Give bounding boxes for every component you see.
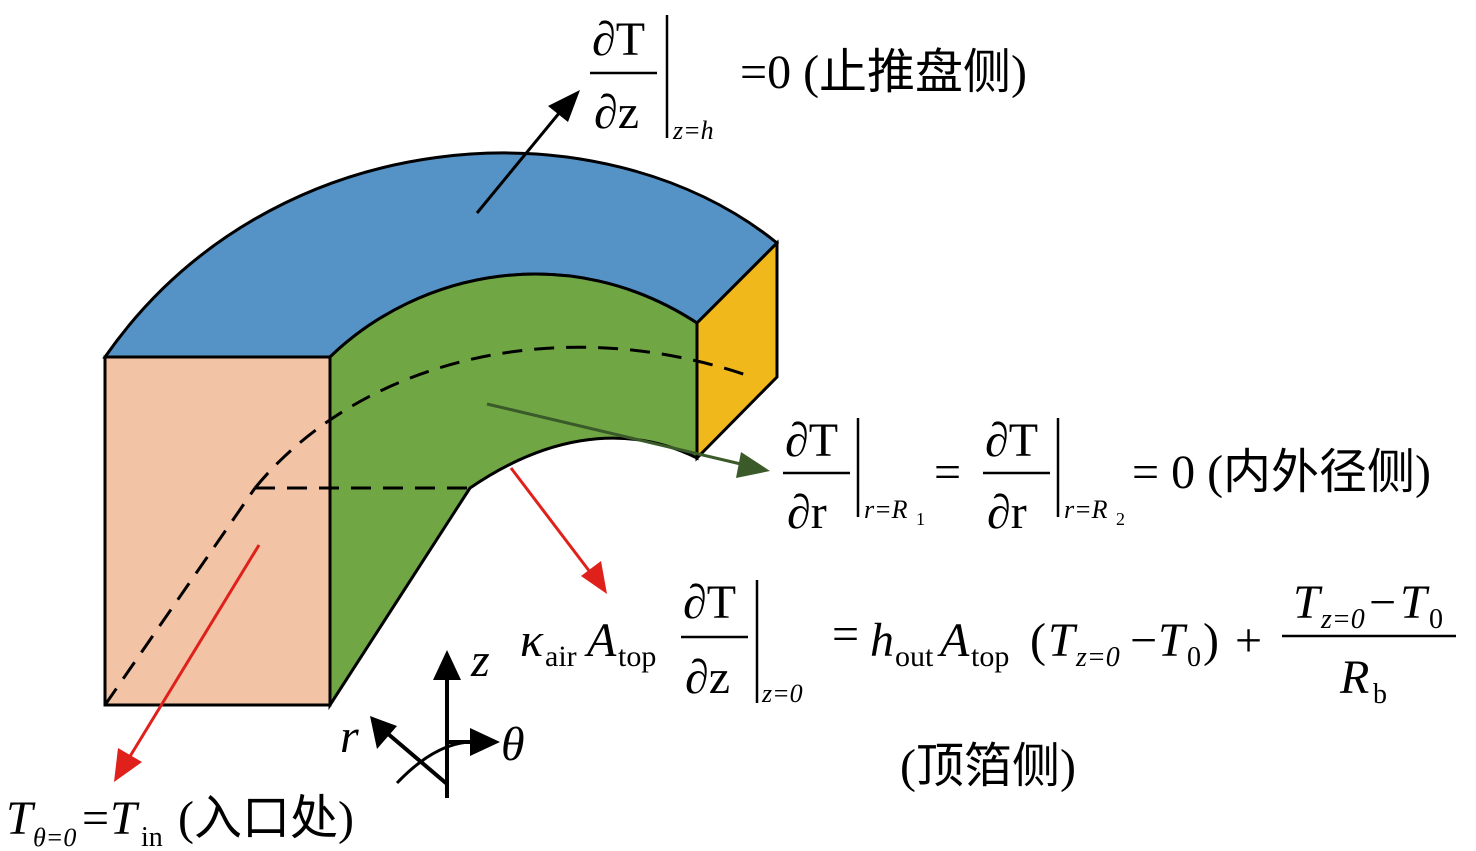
- bottom-bc-frac-minus: −: [1369, 576, 1396, 629]
- inlet-bc-T: T: [6, 792, 36, 845]
- theta-arc: [395, 740, 478, 785]
- side-bc-denominator-1: ∂r: [787, 486, 827, 539]
- end-face: [695, 239, 779, 462]
- inlet-bc-arrow: [127, 544, 261, 759]
- bottom-bc-numerator: ∂T: [683, 576, 736, 629]
- top-bc-numerator: ∂T: [592, 13, 645, 66]
- bottom-bc-T2: T: [1158, 614, 1188, 667]
- bottom-bc-denominator: ∂z: [685, 651, 730, 704]
- r-axis-arrowhead: [370, 716, 397, 749]
- bottom-bc-T1: T: [1048, 614, 1078, 667]
- inlet-bc-arrowhead: [114, 748, 142, 782]
- bottom-bc-subscript: z=0: [761, 679, 803, 708]
- side-bc-arrowhead: [736, 452, 770, 478]
- bottom-bc-frac-T2: T: [1400, 576, 1430, 629]
- side-bc-rhs: = 0 (内外径侧): [1132, 446, 1431, 499]
- top-bc-arrowhead: [548, 90, 580, 122]
- top-bc-subscript: z=h: [672, 116, 714, 145]
- bottom-bc-kappa: κ: [520, 614, 544, 667]
- bottom-bc-frac-T1-sub: z=0: [1320, 604, 1365, 635]
- inlet-bc-T-in: T: [110, 792, 140, 845]
- inlet-bc-note: (入口处): [178, 792, 354, 845]
- bottom-bc-frac-R: R: [1339, 651, 1369, 704]
- side-bc-subscript-2: r=R: [1064, 495, 1108, 524]
- bottom-bc-arrow: [509, 467, 592, 573]
- bottom-bc-minus: −: [1130, 614, 1157, 667]
- bottom-bc-A2-sub: top: [971, 640, 1009, 673]
- bottom-bc-frac-T1: T: [1293, 576, 1323, 629]
- side-bc-subscript-1-index: 1: [916, 509, 925, 529]
- side-bc-numerator-1: ∂T: [785, 414, 838, 467]
- bottom-bc-T1-sub: z=0: [1075, 642, 1120, 673]
- top-bc-arrow: [475, 111, 562, 214]
- bottom-bc-A2: A: [937, 614, 970, 667]
- side-bc-denominator-2: ∂r: [987, 486, 1027, 539]
- inlet-bc-T-in-sub: in: [141, 822, 163, 851]
- side-bc-subscript-2-index: 2: [1116, 509, 1125, 529]
- theta-axis-arrowhead: [470, 728, 500, 756]
- bottom-bc-h: h: [870, 614, 894, 667]
- side-bc-equals: =: [934, 446, 961, 499]
- hidden-edge-diagonal: [103, 487, 257, 706]
- bottom-bc-frac-T2-sub: 0: [1429, 604, 1443, 635]
- bottom-bc-equals: =: [832, 608, 859, 661]
- r-axis-label: r: [340, 710, 359, 763]
- bottom-bc-T2-sub: 0: [1187, 642, 1201, 673]
- inlet-bc-T-sub: θ=0: [33, 823, 76, 851]
- theta-axis-label: θ: [501, 718, 525, 771]
- bottom-bc-plus: +: [1235, 614, 1262, 667]
- z-axis-arrowhead: [433, 650, 461, 680]
- bottom-bc-frac-R-sub: b: [1373, 679, 1387, 710]
- z-axis-label: z: [470, 634, 490, 687]
- bottom-bc-A: A: [584, 614, 617, 667]
- bottom-bc-note: (顶箔侧): [900, 740, 1076, 793]
- bottom-bc-A-sub: top: [618, 640, 656, 673]
- bottom-bc-arrowhead: [581, 561, 607, 594]
- side-bc-arrow: [486, 402, 746, 467]
- inlet-face: [103, 355, 332, 707]
- inlet-bc-eq: =: [82, 792, 109, 845]
- bottom-bc-paren-close: ): [1203, 614, 1219, 667]
- top-bc-denominator: ∂z: [594, 86, 639, 139]
- bottom-bc-kappa-sub: air: [545, 640, 577, 673]
- bottom-bc-h-sub: out: [895, 640, 934, 673]
- bottom-bc-paren-open: (: [1030, 614, 1046, 667]
- side-bc-numerator-2: ∂T: [985, 414, 1038, 467]
- r-axis: [385, 731, 449, 786]
- side-bc-subscript-1: r=R: [864, 495, 908, 524]
- top-bc-rhs: =0 (止推盘侧): [740, 46, 1027, 99]
- hidden-edge-arc: [253, 345, 753, 489]
